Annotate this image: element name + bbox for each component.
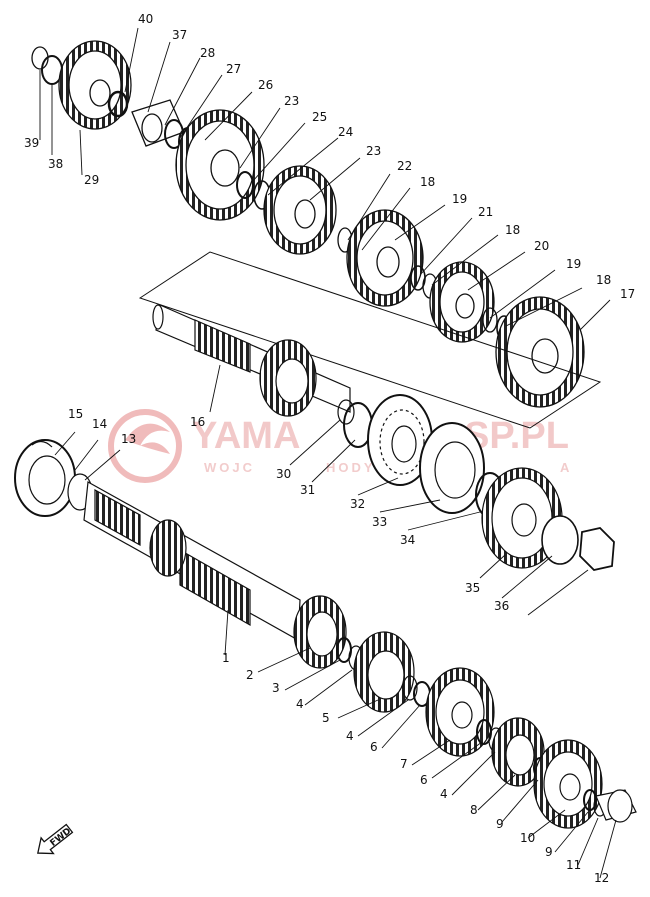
gear-2 [293,595,347,669]
bearing-12 [595,789,637,823]
callout-18: 18 [420,175,435,189]
callout-38: 38 [48,157,63,171]
spacer-24 [236,171,254,199]
callout-9: 9 [545,845,553,859]
circlip-4b [402,675,418,701]
callout-32: 32 [350,497,365,511]
callout-19: 19 [452,192,467,206]
shaft-1 [83,481,301,641]
callout-4: 4 [440,787,448,801]
callout-6: 6 [370,740,378,754]
callout-23: 23 [366,144,381,158]
callout-2: 2 [246,668,254,682]
callout-39: 39 [24,136,39,150]
callout-27: 27 [226,62,241,76]
gear-10 [533,739,603,829]
lower-axle-group [14,439,637,829]
callout-28: 28 [200,46,215,60]
spring-15 [31,440,53,448]
callout-40: 40 [138,12,153,26]
callout-17: 17 [620,287,635,301]
callout-8: 8 [470,803,478,817]
bearing-28 [131,99,185,147]
gear-20 [429,261,495,343]
callout-4: 4 [346,729,354,743]
upper-gear-group [31,40,585,408]
callout-26: 26 [258,78,273,92]
callout-24: 24 [338,125,353,139]
callout-23: 23 [284,94,299,108]
nut-36 [579,527,615,571]
seal-14 [14,439,76,517]
washer-9b [583,789,597,811]
gear-8 [491,717,545,787]
callout-21: 21 [478,205,493,219]
callout-7: 7 [400,757,408,771]
leader-lines [39,27,617,879]
callout-1: 1 [222,651,230,665]
callout-9: 9 [496,817,504,831]
callout-14: 14 [92,417,107,431]
gear-17 [495,296,585,408]
callout-13: 13 [121,432,136,446]
ring-37 [107,90,129,118]
watermark-subtitle-mid: HODY [326,460,376,475]
lockwasher-35 [541,515,579,565]
watermark: YAMA SP.PL WOJC HODY A [108,409,572,483]
gear-5 [353,631,415,713]
circlip-19c [482,307,498,333]
callout-36: 36 [494,599,509,613]
bracket-outline [138,251,602,429]
seal-32 [419,422,485,514]
callout-6: 6 [420,773,428,787]
callout-3: 3 [272,681,280,695]
callout-18: 18 [505,223,520,237]
callout-18: 18 [596,273,611,287]
callout-11: 11 [566,858,581,872]
gear-25 [175,109,265,221]
callout-22: 22 [397,159,412,173]
callout-35: 35 [465,581,480,595]
callout-25: 25 [312,110,327,124]
shaft-16-group [138,251,615,571]
gear-on-shaft-1 [149,519,187,577]
gear-22 [263,165,337,255]
callout-5: 5 [322,711,330,725]
gear-on-shaft-16-hub [275,358,309,404]
watermark-brand: YAMA [192,415,300,457]
washer-29 [337,399,355,425]
bearing-31 [367,394,433,486]
watermark-subtitle-right: A [560,460,572,475]
callout-33: 33 [372,515,387,529]
callout-30: 30 [276,467,291,481]
callout-15: 15 [68,407,83,421]
callout-37: 37 [172,28,187,42]
callout-31: 31 [300,483,315,497]
watermark-subtitle-left: WOJC [204,460,255,475]
fwd-arrow: FWD [37,823,74,855]
gear-7 [425,667,495,757]
callout-12: 12 [594,871,609,885]
callout-34: 34 [400,533,415,547]
callout-4: 4 [296,697,304,711]
callout-19: 19 [566,257,581,271]
callout-20: 20 [534,239,549,253]
callout-16: 16 [190,415,205,429]
callout-10: 10 [520,831,535,845]
callout-labels: 1234546764891091112131415161718192018211… [24,12,635,885]
callout-29: 29 [84,173,99,187]
